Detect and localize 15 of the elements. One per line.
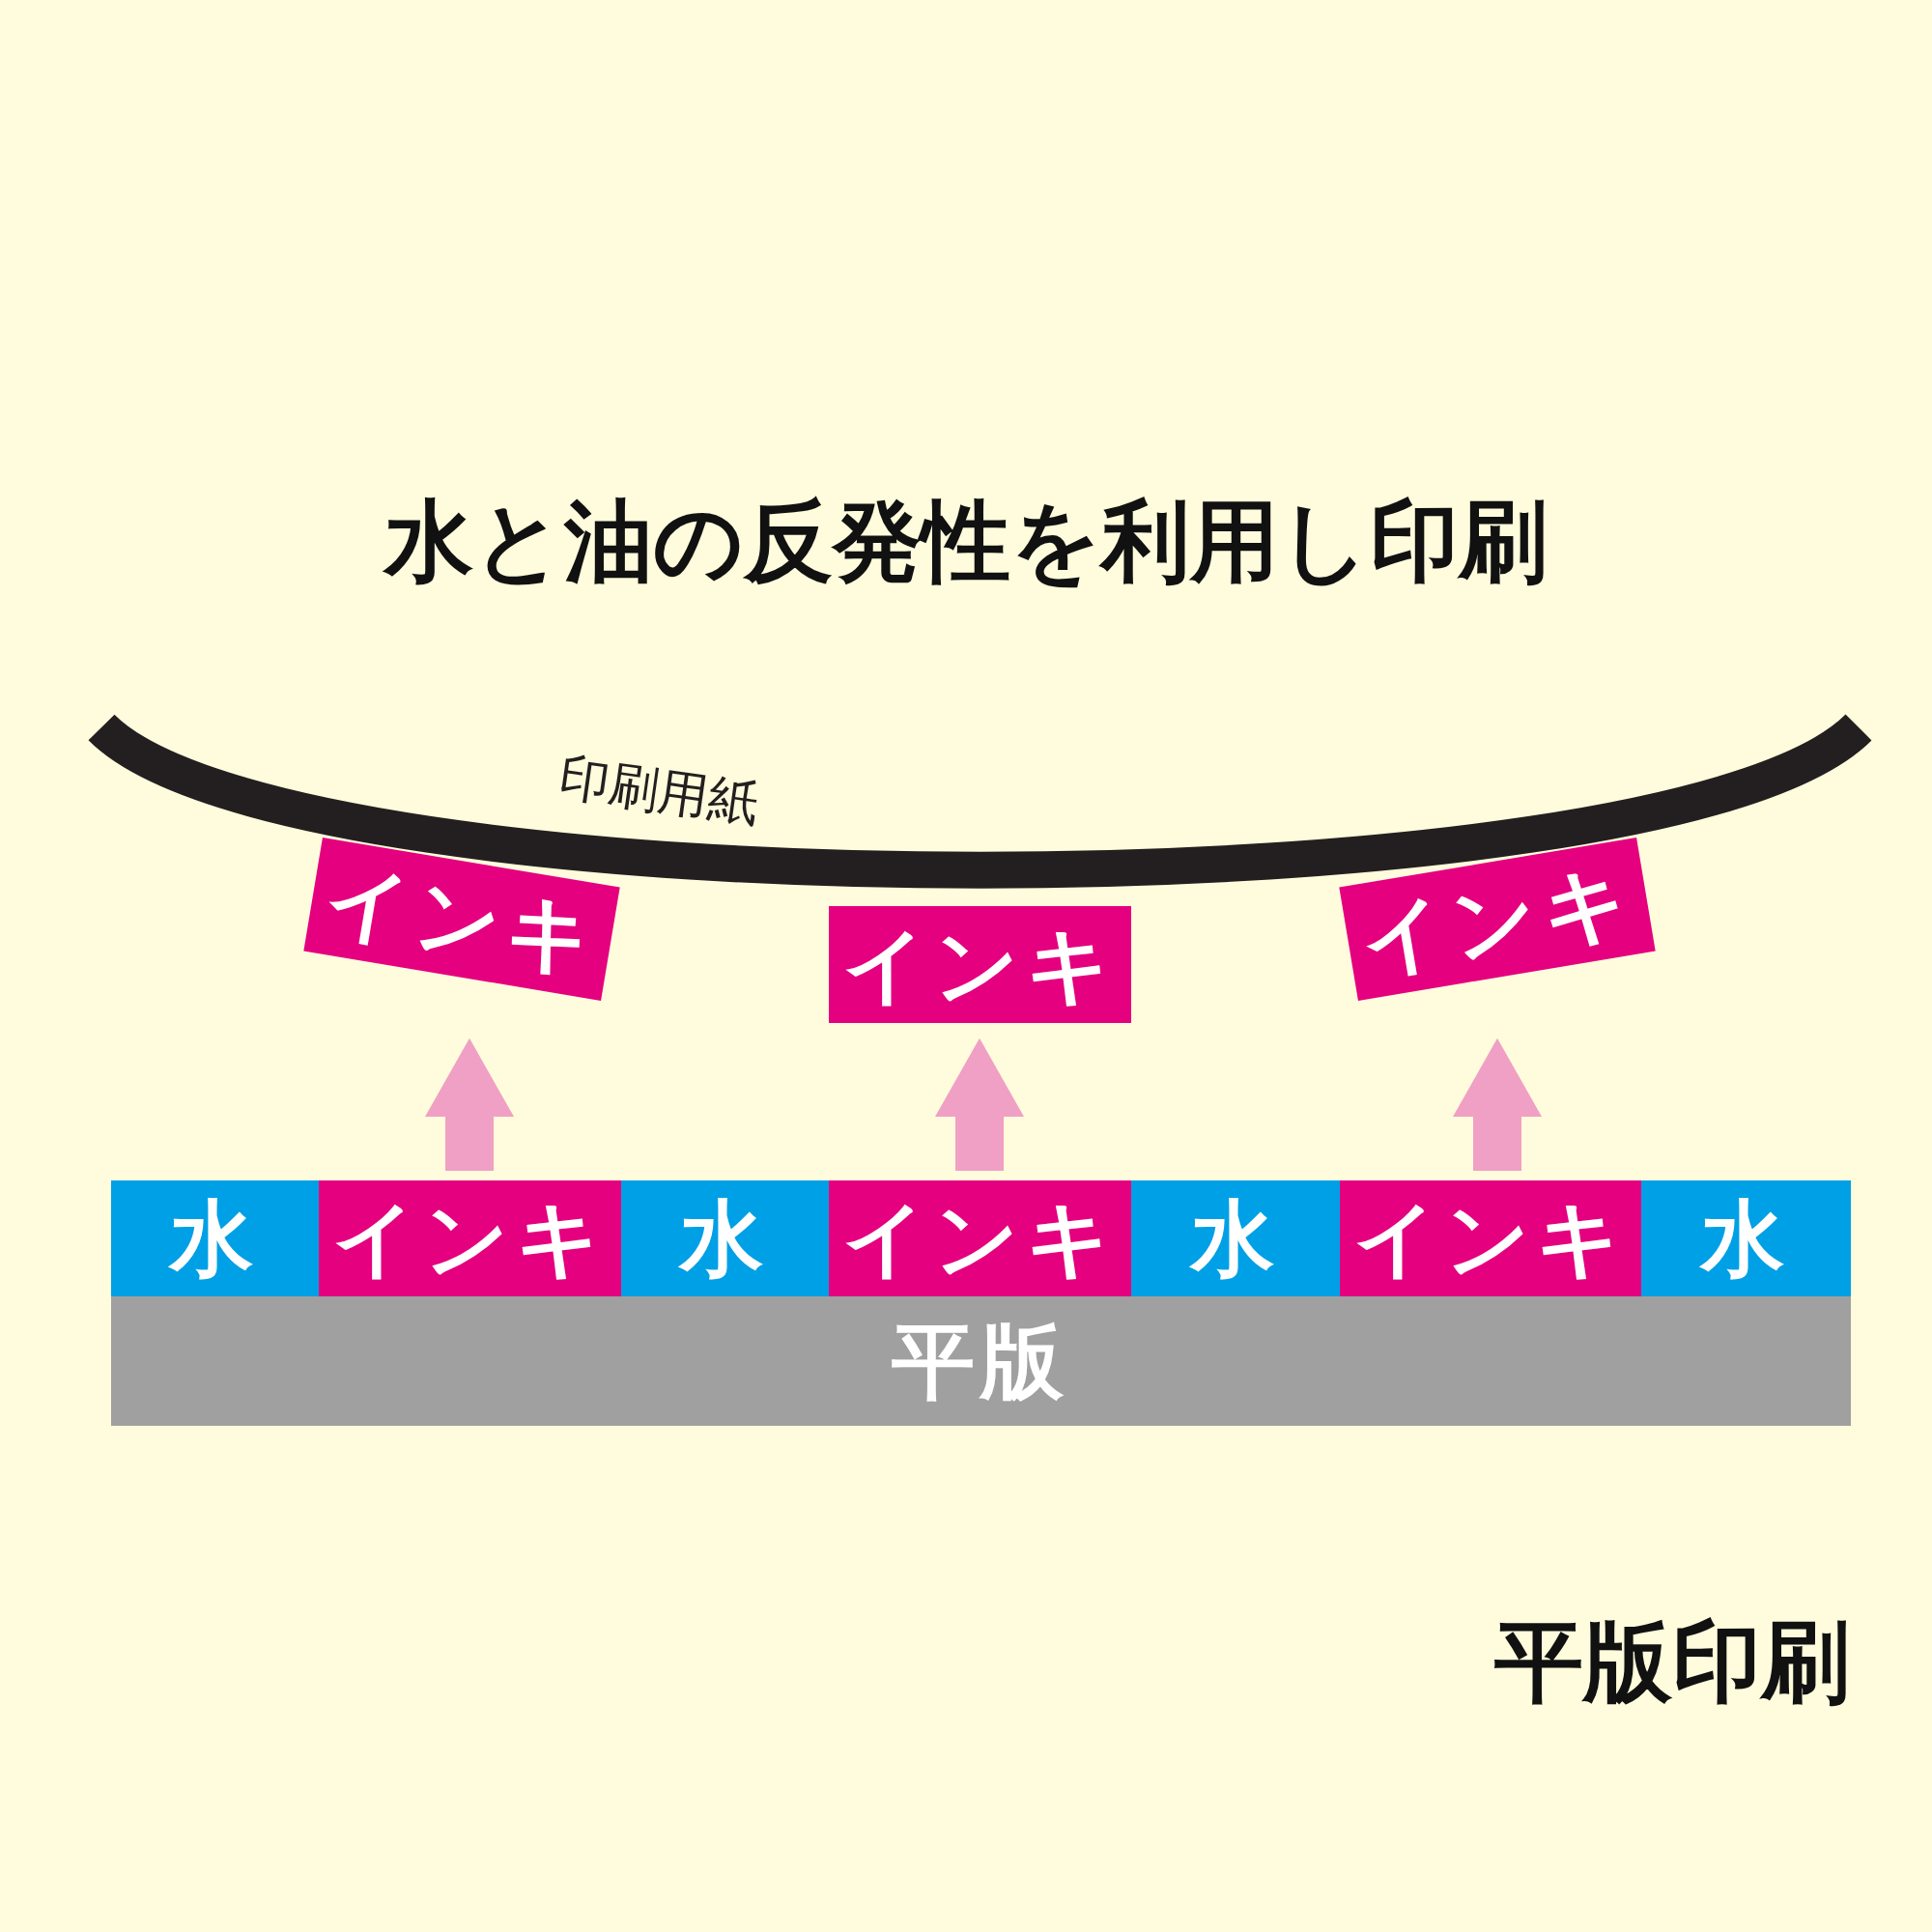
ink-area: インキ — [1340, 1180, 1641, 1296]
water-area: 水 — [621, 1180, 829, 1296]
up-arrow — [425, 1037, 514, 1171]
title: 水と油の反発性を利用し印刷 — [382, 497, 1548, 586]
ink-area: インキ — [319, 1180, 621, 1296]
plate-bar: 平版 — [111, 1296, 1851, 1426]
paper-label: 印刷用紙 — [555, 751, 762, 830]
up-arrow — [935, 1037, 1024, 1171]
water-area: 水 — [111, 1180, 319, 1296]
ink-block: インキ — [829, 906, 1131, 1023]
ink-area: インキ — [829, 1180, 1131, 1296]
water-area: 水 — [1131, 1180, 1340, 1296]
water-area: 水 — [1641, 1180, 1851, 1296]
up-arrow — [1453, 1037, 1542, 1171]
caption-label: 平版印刷 — [1494, 1618, 1850, 1707]
